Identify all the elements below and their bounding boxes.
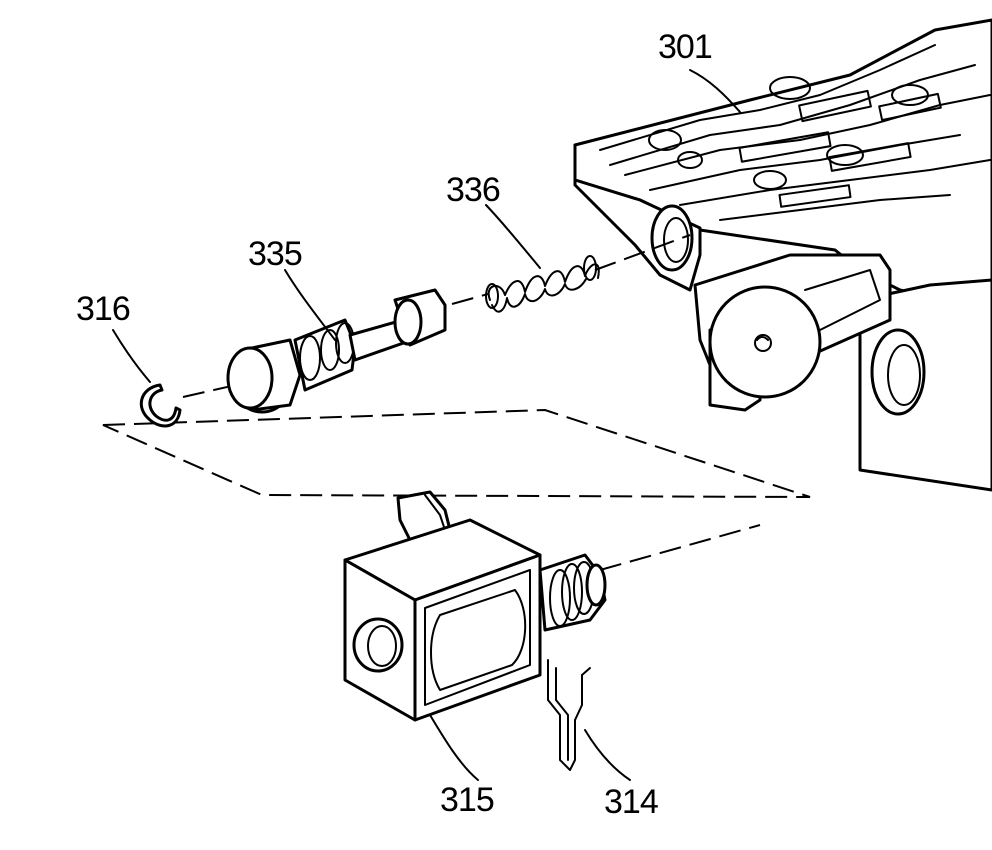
- shift-valve: [226, 288, 447, 414]
- label-315: 315: [440, 781, 495, 819]
- leader-lines: [112, 69, 741, 781]
- valve-spring: [485, 255, 600, 313]
- label-301: 301: [658, 28, 713, 66]
- solenoid-retaining-clip: [547, 659, 591, 771]
- pressure-control-solenoid: [343, 490, 607, 722]
- label-314: 314: [604, 783, 659, 821]
- label-336: 336: [446, 171, 501, 209]
- retaining-ring: [139, 383, 182, 428]
- valve-body-casting: [573, 18, 992, 492]
- label-335: 335: [248, 235, 303, 273]
- label-316: 316: [76, 290, 131, 328]
- assembly-axis-lines: [102, 234, 811, 571]
